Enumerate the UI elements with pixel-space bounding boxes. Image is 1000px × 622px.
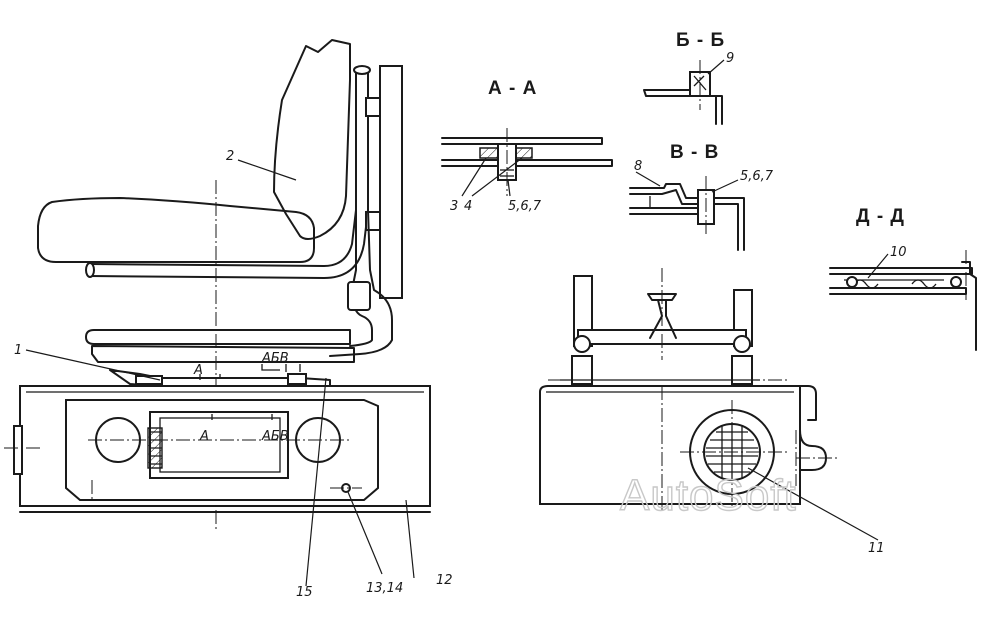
bb-bracket xyxy=(709,95,723,125)
leader-567b xyxy=(711,179,739,193)
leader-9 xyxy=(707,59,725,75)
rear-tube-outer xyxy=(329,209,393,357)
label-1: 1 xyxy=(14,343,22,358)
leader-10 xyxy=(867,253,889,279)
vv-base-plate xyxy=(629,207,701,215)
dd-bracket xyxy=(961,261,977,351)
pivot-left xyxy=(573,335,591,353)
label-8: 8 xyxy=(634,159,642,174)
dd-plate-top xyxy=(829,267,973,275)
section-title-bb: Б - Б xyxy=(676,30,725,51)
cut-mark-abv-top: АБВ xyxy=(261,351,289,366)
slide-housing xyxy=(149,411,289,479)
bracket-right xyxy=(731,355,753,385)
section-aa xyxy=(441,128,613,197)
adjuster-knob xyxy=(647,293,677,301)
slider-block-rear xyxy=(287,373,307,385)
label-5-6-7-vv: 5,6,7 xyxy=(740,169,774,184)
rear-view xyxy=(539,268,879,541)
cut-mark-abv-bottom: АБВ xyxy=(261,429,289,444)
tube-frame-upper-inner xyxy=(89,69,369,279)
label-4: 4 xyxy=(464,199,472,214)
seat-cushion xyxy=(37,197,315,263)
watermark: AutoSoft xyxy=(620,471,797,520)
leader-3 xyxy=(461,157,487,197)
dd-spring-end-right xyxy=(950,276,962,288)
label-10: 10 xyxy=(890,245,907,260)
rear-post xyxy=(379,65,403,299)
leader-567a xyxy=(507,179,511,197)
tube-top-end xyxy=(353,65,371,75)
section-dd xyxy=(829,250,977,351)
seat-pan-lower xyxy=(91,345,355,363)
leader-2 xyxy=(237,159,297,181)
tube-end xyxy=(85,262,95,278)
label-13-14: 13,14 xyxy=(366,581,403,596)
leader-8 xyxy=(635,171,661,187)
label-9: 9 xyxy=(726,51,734,66)
aa-plate-top xyxy=(441,137,603,145)
section-title-aa: А - А xyxy=(488,78,537,99)
leader-11 xyxy=(747,467,879,541)
tube-frame-upper xyxy=(89,69,357,267)
aa-part-4 xyxy=(515,147,533,159)
label-3: 3 xyxy=(450,199,458,214)
pivot-right xyxy=(733,335,751,353)
side-bracket xyxy=(799,385,817,421)
section-title-vv: В - В xyxy=(670,142,719,163)
leader-12 xyxy=(405,499,415,579)
label-2: 2 xyxy=(226,149,234,164)
label-12: 12 xyxy=(436,573,453,588)
handle xyxy=(799,429,827,471)
slider-block-front xyxy=(135,375,163,385)
post-clamp-upper xyxy=(365,97,381,117)
label-15: 15 xyxy=(296,585,313,600)
leader-15 xyxy=(305,377,327,587)
label-11: 11 xyxy=(868,541,885,556)
dd-plate-bottom xyxy=(829,287,967,295)
aa-plate-bottom xyxy=(441,159,613,167)
section-bb xyxy=(643,59,725,125)
bracket-left xyxy=(571,355,593,385)
cut-mark-a-bottom: А xyxy=(199,429,209,444)
seat-back-cushion xyxy=(273,39,351,240)
label-5-6-7-aa: 5,6,7 xyxy=(508,199,542,214)
leader-13-14 xyxy=(347,491,383,575)
vv-bracket xyxy=(629,183,745,251)
tube-coupling xyxy=(347,281,371,311)
side-view xyxy=(4,39,431,530)
dd-spring-end-left xyxy=(846,276,858,288)
leader-1 xyxy=(25,349,161,381)
side-bolt xyxy=(13,425,23,475)
section-title-dd: Д - Д xyxy=(856,206,905,227)
leader-4 xyxy=(471,157,523,197)
section-vv xyxy=(629,171,745,251)
cut-mark-a-top: А xyxy=(193,363,203,378)
seat-pan-rail-top xyxy=(85,329,351,345)
